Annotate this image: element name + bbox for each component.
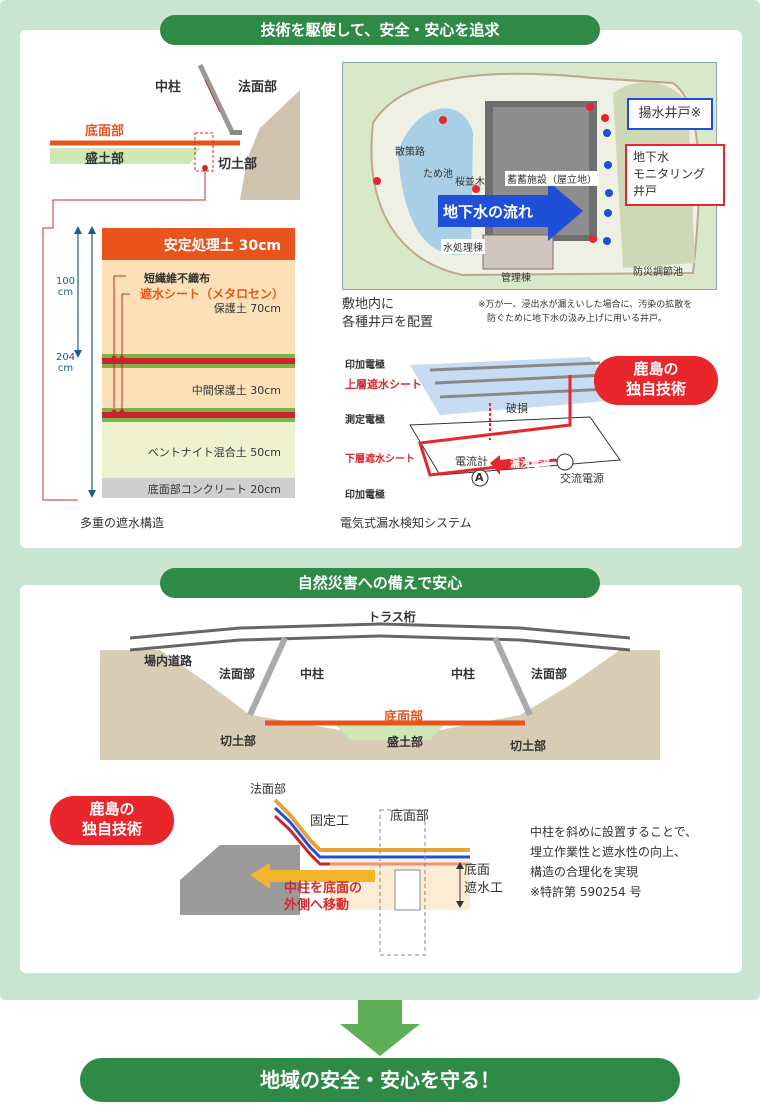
label-slope-left: 法面部 — [219, 667, 256, 681]
layer-connector — [42, 165, 208, 501]
detect-ammeter-symbol: A — [475, 471, 484, 484]
label-truss: トラス桁 — [368, 610, 416, 624]
embankment — [335, 724, 445, 740]
map-flood-pond: 防災調節池 — [633, 267, 683, 278]
label-column-right: 中柱 — [451, 667, 476, 681]
map-flow-label: 地下水の流れ — [443, 203, 534, 221]
detail-slope: 法面部 — [250, 782, 287, 796]
detect-damage: 破損 — [506, 402, 528, 415]
truss-cross-section — [100, 622, 660, 760]
label-cut-left: 切土部 — [220, 734, 257, 748]
leak-detection-diagram — [409, 357, 621, 487]
map-cherry: 桜並木 — [455, 177, 485, 188]
detect-lower-sheet: 下層遮水シート — [345, 454, 415, 465]
label-column-left: 中柱 — [300, 667, 325, 681]
detect-electrode-top: 印加電極 — [345, 360, 385, 371]
label-nonwoven: 短繊維不織布 — [144, 272, 210, 285]
detect-ac-power: 交流電源 — [560, 472, 604, 485]
kajima-tech-badge-2: 鹿島の 独自技術 — [50, 796, 174, 845]
map-admin: 管理棟 — [501, 273, 531, 284]
detect-measure: 測定電極 — [345, 415, 385, 426]
caption-multilayer: 多重の遮水構造 — [80, 516, 165, 530]
embankment-layer — [50, 148, 200, 164]
label-cut-right: 切土部 — [510, 739, 547, 753]
move-arrow — [250, 863, 375, 889]
landfill-cross-section — [50, 63, 300, 200]
monitor-well-box: 地下水 モニタリング 井戸 — [625, 144, 725, 206]
label-bottom-2: 底面部 — [384, 710, 424, 725]
section1-title: 技術を駆使して、安全・安心を追求 — [160, 15, 600, 45]
layer-stabilized: 安定処理土 30cm — [102, 228, 295, 260]
label-embankment: 盛土部 — [85, 152, 125, 167]
label-slope: 法面部 — [238, 80, 278, 95]
detail-move: 中柱を底面の 外側へ移動 — [284, 881, 363, 913]
dimension-lines — [74, 226, 96, 498]
layer-sheet-2 — [102, 408, 295, 422]
map-water-plant: 水処理棟 — [441, 239, 485, 254]
dim-100: 100 cm — [56, 276, 76, 298]
column-left — [247, 636, 288, 717]
label-cut: 切土部 — [218, 157, 258, 172]
layer-concrete: 底面部コンクリート 20cm — [102, 478, 295, 498]
column-right — [492, 636, 533, 717]
map-walkway: 散策路 — [395, 147, 425, 158]
detect-electrode-bottom: 印加電極 — [345, 490, 385, 501]
layer-sheet-1 — [102, 354, 295, 368]
map-facility: 蓄蓄施設（屋立地） — [505, 171, 599, 186]
detail-fixing: 固定工 — [310, 814, 350, 829]
detail-bottom: 底面部 — [390, 809, 430, 824]
map-pond: ため池 — [423, 169, 453, 180]
detect-leak-current: 漏洩電流 — [510, 459, 550, 470]
section2-title: 自然災害への備えで安心 — [160, 568, 600, 598]
detect-upper-sheet: 上層遮水シート — [345, 378, 422, 391]
footer-banner: 地域の安全・安心を守る！ — [80, 1058, 680, 1102]
column-detail-diagram — [180, 798, 470, 956]
upper-sheet — [410, 357, 620, 415]
map-caption: 敷地内に 各種井戸を配置 — [342, 297, 434, 330]
ground-slope — [240, 90, 300, 200]
label-center-column: 中柱 — [155, 80, 182, 95]
label-road: 場内道路 — [144, 654, 193, 668]
label-bottom: 底面部 — [85, 124, 125, 139]
layer-bentonite: ベントナイト混合土 50cm — [102, 422, 295, 478]
column-left — [197, 63, 235, 134]
label-slope-right: 法面部 — [531, 667, 568, 681]
label-sheet: 遮水シート（メタロセン） — [140, 287, 285, 301]
detail-bottom-seal: 底面 遮水工 — [464, 863, 504, 896]
label-embankment-2: 盛土部 — [387, 735, 424, 749]
pump-well-box: 揚水井戸※ — [627, 98, 713, 130]
section2-description: 中柱を斜めに設置することで、 埋立作業性と遮水性の向上、 構造の合理化を実現 ※… — [530, 825, 698, 899]
dim-204: 204 cm — [56, 352, 76, 374]
layer-pointers — [111, 275, 130, 415]
layer-protect30: 中間保護土 30cm — [102, 368, 295, 408]
detect-ammeter: 電流計 — [455, 455, 488, 468]
kajima-tech-badge-1: 鹿島の 独自技術 — [594, 356, 718, 405]
map-note: ※万が一、浸出水が漏えいした場合に、汚染の拡散を 防ぐために地下水の汲み上げに用… — [478, 300, 693, 324]
layer-protect70: 保護土 70cm — [102, 260, 295, 354]
down-arrow — [340, 1000, 420, 1056]
foundation — [180, 845, 300, 915]
detect-caption: 電気式漏水検知システム — [340, 516, 472, 530]
ground — [100, 650, 660, 760]
detail-marker — [194, 132, 214, 172]
flow-arrow — [438, 181, 583, 241]
